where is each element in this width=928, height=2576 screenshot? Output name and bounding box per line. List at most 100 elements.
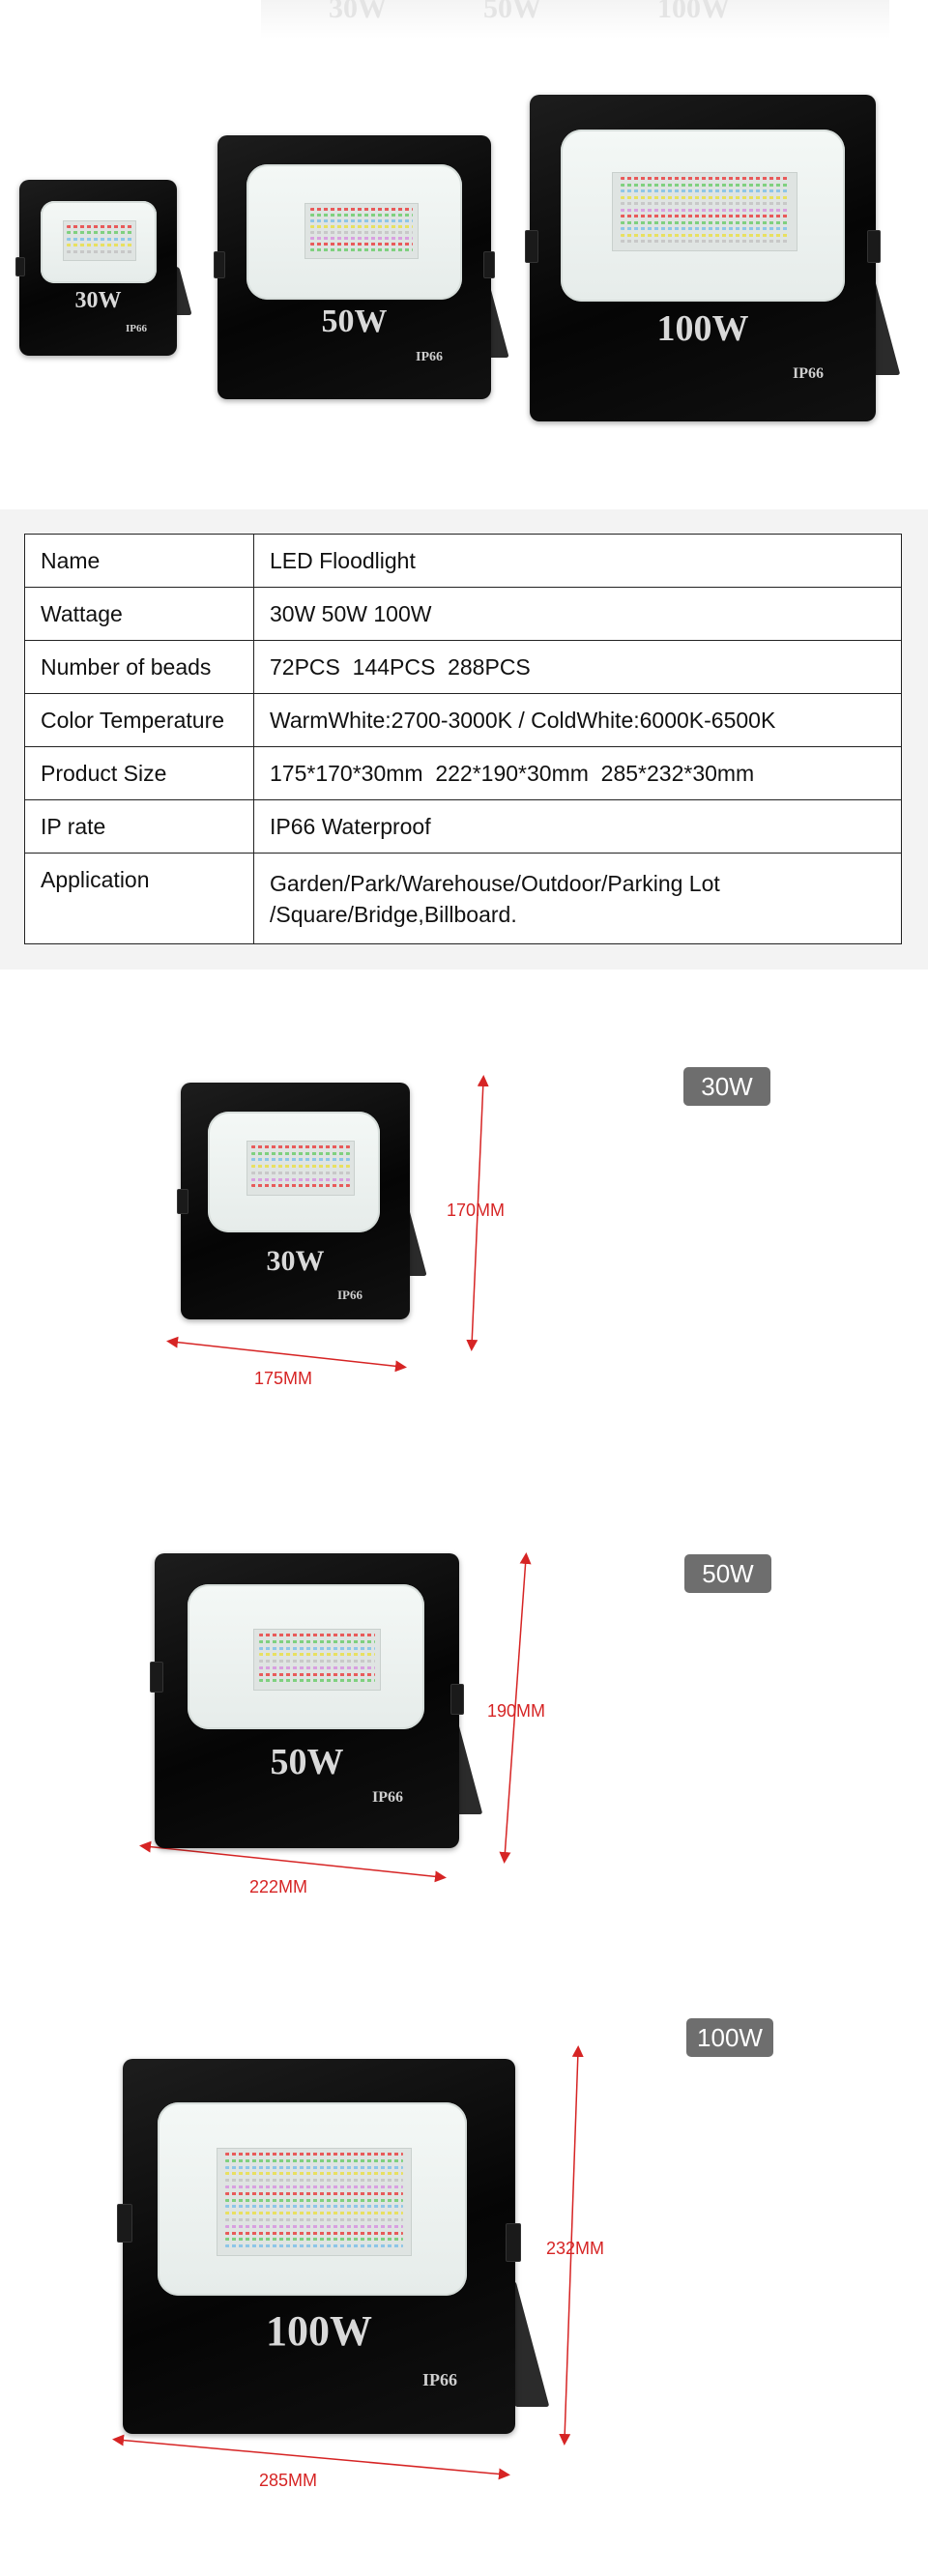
width-line-30w (166, 1336, 407, 1373)
row-label: Color Temperature (24, 693, 254, 747)
led-bead-row (309, 208, 414, 211)
badge-50w: 50W (684, 1554, 771, 1593)
row-label: Application (24, 853, 254, 944)
led-bead-row (309, 231, 414, 234)
reflection-50w: 50W (483, 0, 541, 24)
width-label-50w: 222MM (249, 1877, 308, 1896)
row-value: IP66 Waterproof (253, 799, 902, 854)
led-bead-row (66, 225, 133, 228)
led-bead-row (66, 249, 133, 253)
width-line-100w (112, 2434, 510, 2480)
hero-floodlight-30w: 30W IP66 (15, 180, 192, 356)
height-line-100w (559, 2045, 584, 2446)
top-reflection: 30W 50W 100W (261, 0, 889, 39)
width-line-50w (139, 1840, 447, 1883)
led-bead-row (620, 208, 790, 212)
reflection-100w: 100W (657, 0, 730, 24)
led-bead-row (66, 231, 133, 235)
led-bead-row (225, 2165, 403, 2169)
led-bead-row (251, 1158, 350, 1162)
led-bead-row (620, 195, 790, 199)
led-bead-row (620, 177, 790, 180)
led-bead-row (251, 1165, 350, 1169)
hero-floodlight-100w: 100W IP66 (525, 95, 901, 421)
led-bead-row (309, 243, 414, 246)
led-bead-row (251, 1171, 350, 1174)
led-bead-row (259, 1653, 375, 1657)
led-bead-row (620, 202, 790, 206)
badge-100w: 100W (686, 2018, 773, 2057)
table-row: Wattage 30W 50W 100W (24, 587, 902, 641)
dim-ip-50w: IP66 (372, 1789, 403, 1806)
led-bead-row (309, 219, 414, 222)
height-line-50w (499, 1552, 532, 1864)
row-value: Garden/Park/Warehouse/Outdoor/Parking Lo… (253, 853, 902, 944)
led-bead-row (225, 2185, 403, 2188)
led-bead-row (225, 2191, 403, 2195)
led-bead-row (251, 1145, 350, 1148)
led-bead-row (309, 248, 414, 251)
row-value: WarmWhite:2700-3000K / ColdWhite:6000K-6… (253, 693, 902, 747)
led-bead-row (620, 215, 790, 218)
height-label-30w: 170MM (447, 1201, 506, 1220)
hero-watt-50w: 50W (321, 304, 388, 339)
led-bead-row (620, 227, 790, 231)
table-row: Number of beads 72PCS 144PCS 288PCS (24, 640, 902, 694)
led-bead-row (225, 2244, 403, 2248)
row-value: 175*170*30mm 222*190*30mm 285*232*30mm (253, 746, 902, 800)
led-bead-row (620, 220, 790, 224)
led-bead-row (225, 2198, 403, 2202)
height-label-50w: 190MM (487, 1701, 546, 1721)
dim-watt-50w: 50W (270, 1742, 344, 1782)
led-bead-row (251, 1177, 350, 1181)
led-bead-row (259, 1646, 375, 1650)
height-label-100w: 232MM (546, 2239, 605, 2258)
dim-watt-30w: 30W (266, 1245, 325, 1277)
dim-ip-30w: IP66 (337, 1288, 362, 1302)
led-bead-row (259, 1665, 375, 1669)
height-line-30w (466, 1075, 489, 1351)
led-bead-row (259, 1660, 375, 1663)
led-bead-row (259, 1634, 375, 1636)
led-bead-row (620, 183, 790, 187)
row-value: LED Floodlight (253, 534, 902, 588)
led-bead-row (309, 225, 414, 228)
led-bead-row (225, 2212, 403, 2215)
led-bead-row (225, 2179, 403, 2183)
led-bead-row (259, 1672, 375, 1676)
led-bead-row (66, 244, 133, 247)
table-row: Application Garden/Park/Warehouse/Outdoo… (24, 853, 902, 944)
hero-ip-100w: IP66 (793, 365, 824, 382)
row-label: Number of beads (24, 640, 254, 694)
led-bead-row (225, 2238, 403, 2242)
dim-watt-100w: 100W (266, 2307, 372, 2355)
width-label-100w: 285MM (259, 2471, 318, 2490)
hero-floodlight-50w: 50W IP66 (214, 135, 509, 399)
led-bead-row (225, 2172, 403, 2176)
hero-watt-30w: 30W (74, 288, 122, 313)
led-bead-row (225, 2224, 403, 2228)
led-bead-row (251, 1151, 350, 1155)
led-bead-row (225, 2218, 403, 2221)
row-label: Wattage (24, 587, 254, 641)
led-bead-row (225, 2158, 403, 2162)
led-bead-row (225, 2153, 403, 2156)
row-value: 72PCS 144PCS 288PCS (253, 640, 902, 694)
led-bead-row (620, 240, 790, 244)
table-row: Name LED Floodlight (24, 534, 902, 588)
width-label-30w: 175MM (254, 1369, 313, 1388)
hero-ip-50w: IP66 (416, 350, 443, 364)
led-bead-row (620, 189, 790, 193)
led-bead-row (309, 214, 414, 217)
row-label: Name (24, 534, 254, 588)
dimension-floodlight-50w: 50W IP66 (150, 1553, 483, 1848)
dimension-floodlight-100w: 100W IP66 (117, 2059, 550, 2434)
table-row: Color Temperature WarmWhite:2700-3000K /… (24, 693, 902, 747)
led-bead-row (309, 237, 414, 240)
application-line-2: /Square/Bridge,Billboard. (270, 901, 517, 927)
led-bead-row (259, 1639, 375, 1643)
spec-table: Name LED Floodlight Wattage 30W 50W 100W… (24, 534, 902, 944)
table-row: Product Size 175*170*30mm 222*190*30mm 2… (24, 746, 902, 800)
hero-watt-100w: 100W (656, 308, 749, 349)
